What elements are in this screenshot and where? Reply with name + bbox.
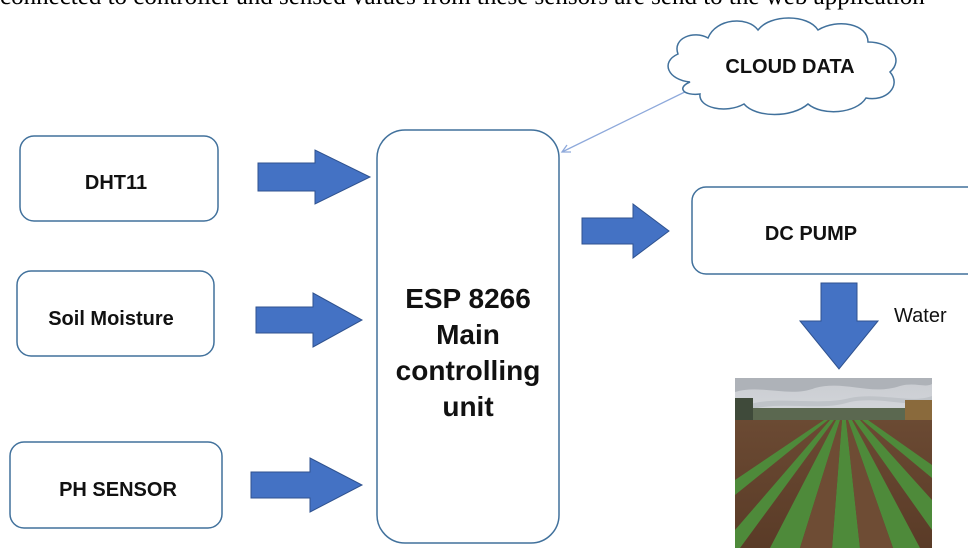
- cloud-data-shape: [667, 17, 897, 116]
- caption-text: connected to controller and sensed value…: [0, 0, 968, 12]
- esp8266-line2: Main: [436, 319, 500, 350]
- dc-pump-label: DC PUMP: [765, 223, 857, 245]
- esp8266-line4: unit: [442, 391, 493, 422]
- soil-moisture-label: Soil Moisture: [48, 308, 174, 330]
- cloud-data-label: CLOUD DATA: [725, 56, 854, 78]
- dht11-label: DHT11: [85, 172, 147, 194]
- dht11-arrow: [257, 149, 372, 205]
- ph-arrow: [250, 457, 364, 513]
- ph-sensor-label: PH SENSOR: [59, 479, 177, 501]
- esp8266-box: [376, 129, 560, 544]
- dc-pump-box: [691, 186, 968, 275]
- esp8266-line1: ESP 8266: [405, 283, 531, 314]
- water-label: Water: [894, 305, 947, 327]
- cloud-connector: [560, 86, 697, 153]
- pump-arrow: [581, 203, 670, 259]
- dht11-box: [19, 135, 219, 222]
- soil-moisture-box: [16, 270, 215, 357]
- field-photo: [735, 378, 932, 548]
- esp8266-line3: controlling: [396, 355, 541, 386]
- water-arrow: [798, 282, 880, 370]
- soil-arrow: [255, 292, 364, 348]
- ph-sensor-box: [9, 441, 223, 529]
